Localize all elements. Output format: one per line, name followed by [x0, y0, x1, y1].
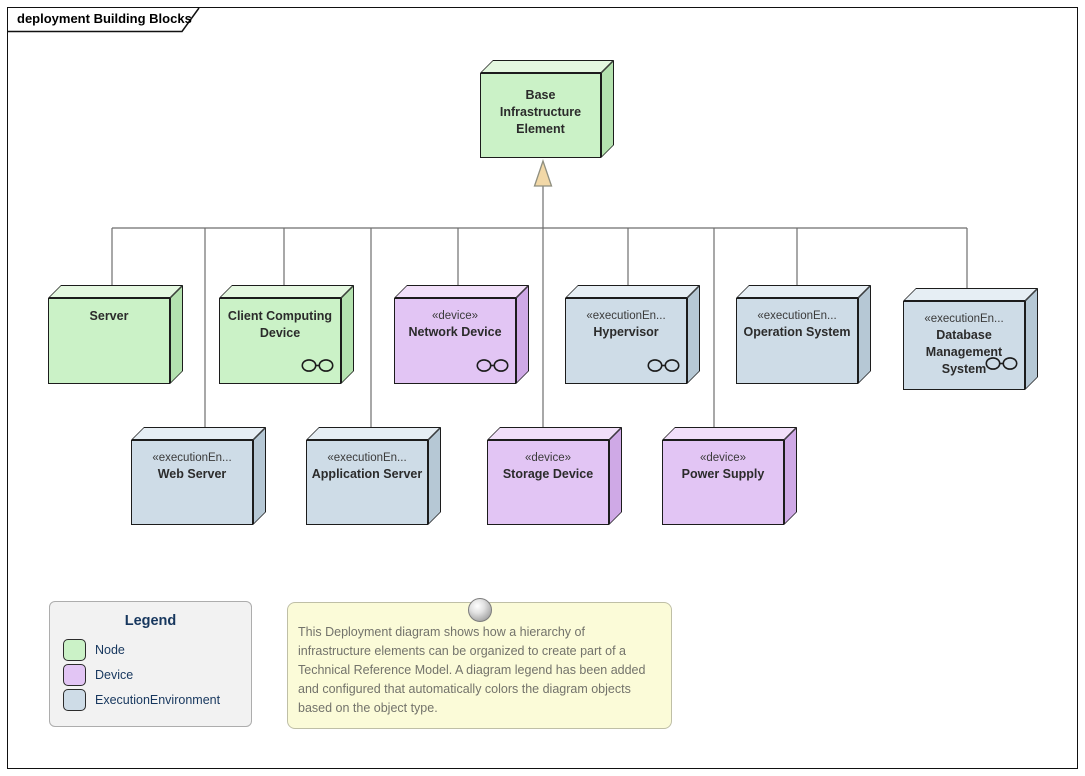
node-side-face	[516, 285, 529, 384]
composite-link-icon	[985, 357, 1018, 370]
legend-swatch-execution-environment	[63, 689, 86, 711]
node-stereotype: «device»	[524, 452, 572, 464]
node-server[interactable]: Server	[48, 285, 183, 384]
node-name: Power Supply	[681, 467, 765, 481]
legend-title: Legend	[124, 613, 177, 629]
node-front-face: Client Computing Device	[219, 298, 341, 384]
legend-item-label: Node	[95, 643, 125, 657]
node-side-face	[253, 427, 266, 525]
node-top-face	[131, 427, 266, 440]
node-name: Hypervisor	[593, 325, 659, 339]
node-hypervisor[interactable]: «executionEn... Hypervisor	[565, 285, 700, 384]
node-base-infrastructure-element[interactable]: Base Infrastructure Element	[480, 60, 614, 158]
node-top-face	[480, 60, 614, 73]
sphere-pin-icon	[467, 598, 492, 622]
node-side-face	[601, 60, 614, 158]
node-name: Web Server	[157, 467, 227, 481]
node-side-face	[1025, 288, 1038, 390]
node-name: Application Server	[311, 467, 423, 481]
node-top-face	[736, 285, 871, 298]
node-front-face: Server	[48, 298, 170, 384]
node-stereotype: «executionEn...	[757, 310, 837, 322]
legend-item-label: ExecutionEnvironment	[95, 693, 221, 707]
frame-tab-outline	[8, 7, 200, 33]
node-stereotype: «executionEn...	[924, 313, 1004, 325]
node-top-face	[394, 285, 529, 298]
node-stereotype: «device»	[431, 310, 479, 322]
node-name: Database Management System	[925, 328, 1003, 376]
composite-link-icon	[647, 359, 680, 372]
node-stereotype: «executionEn...	[152, 452, 232, 464]
node-front-face: «executionEn... Operation System	[736, 298, 858, 384]
node-name: Base Infrastructure Element	[499, 88, 582, 136]
node-top-face	[48, 285, 183, 298]
legend-swatch-node	[63, 639, 86, 661]
node-front-face: «device» Power Supply	[662, 440, 784, 525]
node-side-face	[428, 427, 441, 525]
node-top-face	[662, 427, 797, 440]
node-side-face	[609, 427, 622, 525]
node-operation-system[interactable]: «executionEn... Operation System	[736, 285, 871, 384]
node-stereotype: «executionEn...	[327, 452, 407, 464]
node-name: Storage Device	[502, 467, 594, 481]
node-front-face: «device» Network Device	[394, 298, 516, 384]
node-front-face: Base Infrastructure Element	[480, 73, 601, 158]
legend-item-execution-environment: ExecutionEnvironment	[63, 689, 251, 711]
node-front-face: «device» Storage Device	[487, 440, 609, 525]
frame-label: deployment Building Blocks	[17, 11, 192, 26]
node-front-face: «executionEn... Database Management Syst…	[903, 301, 1025, 390]
node-front-face: «executionEn... Application Server	[306, 440, 428, 525]
node-name: Server	[89, 309, 129, 323]
generalization-arrowhead-icon[interactable]	[533, 158, 553, 187]
node-name: Operation System	[743, 325, 851, 339]
node-power-supply[interactable]: «device» Power Supply	[662, 427, 797, 525]
node-application-server[interactable]: «executionEn... Application Server	[306, 427, 441, 525]
node-top-face	[306, 427, 441, 440]
node-side-face	[687, 285, 700, 384]
diagram-legend[interactable]: Legend Node Device ExecutionEnvironment	[49, 601, 252, 727]
node-top-face	[565, 285, 700, 298]
node-stereotype: «executionEn...	[586, 310, 666, 322]
composite-link-icon	[476, 359, 509, 372]
node-web-server[interactable]: «executionEn... Web Server	[131, 427, 266, 525]
note-element[interactable]: This Deployment diagram shows how a hier…	[287, 598, 672, 729]
node-side-face	[784, 427, 797, 525]
legend-item-device: Device	[63, 664, 251, 686]
legend-items: Node Device ExecutionEnvironment	[63, 639, 251, 711]
node-network-device[interactable]: «device» Network Device	[394, 285, 529, 384]
legend-item-node: Node	[63, 639, 251, 661]
node-top-face	[903, 288, 1038, 301]
note-text: This Deployment diagram shows how a hier…	[298, 625, 646, 715]
node-side-face	[341, 285, 354, 384]
node-client-computing-device[interactable]: Client Computing Device	[219, 285, 354, 384]
diagram-frame	[7, 7, 1078, 769]
legend-swatch-device	[63, 664, 86, 686]
node-name: Client Computing Device	[227, 309, 333, 340]
node-top-face	[219, 285, 354, 298]
legend-item-label: Device	[95, 668, 134, 682]
node-front-face: «executionEn... Web Server	[131, 440, 253, 525]
node-top-face	[487, 427, 622, 440]
node-storage-device[interactable]: «device» Storage Device	[487, 427, 622, 525]
node-name: Network Device	[408, 325, 502, 339]
node-side-face	[858, 285, 871, 384]
node-database-management-system[interactable]: «executionEn... Database Management Syst…	[903, 288, 1038, 390]
node-side-face	[170, 285, 183, 384]
composite-link-icon	[301, 359, 334, 372]
node-stereotype: «device»	[699, 452, 747, 464]
